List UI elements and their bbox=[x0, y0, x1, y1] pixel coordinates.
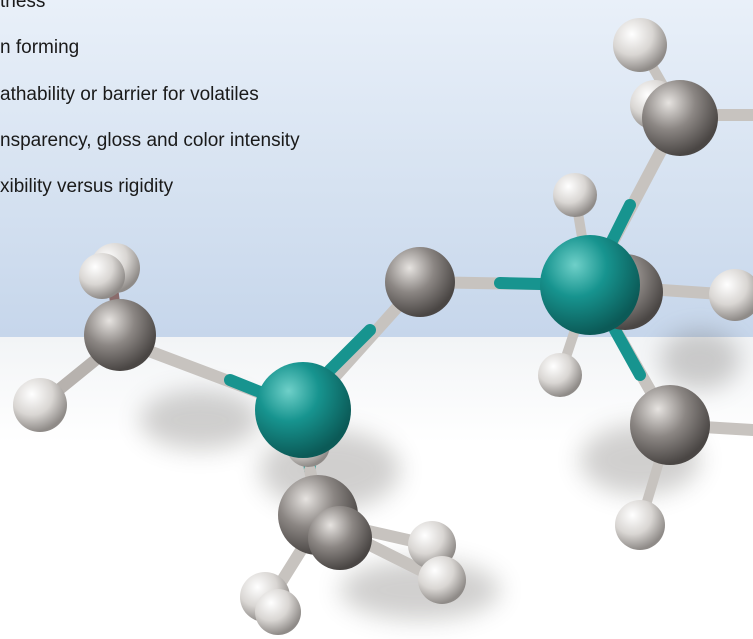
property-item-hardness: tness bbox=[0, 0, 46, 12]
property-item-transparency: nsparency, gloss and color intensity bbox=[0, 130, 300, 151]
property-item-film-forming: n forming bbox=[0, 37, 80, 58]
property-item-flexibility: xibility versus rigidity bbox=[0, 176, 174, 197]
silicon-atoms bbox=[255, 235, 640, 458]
carbon-atoms bbox=[84, 80, 718, 570]
property-item-breathability: athability or barrier for volatiles bbox=[0, 84, 259, 105]
hydrogen-atoms bbox=[13, 18, 753, 635]
